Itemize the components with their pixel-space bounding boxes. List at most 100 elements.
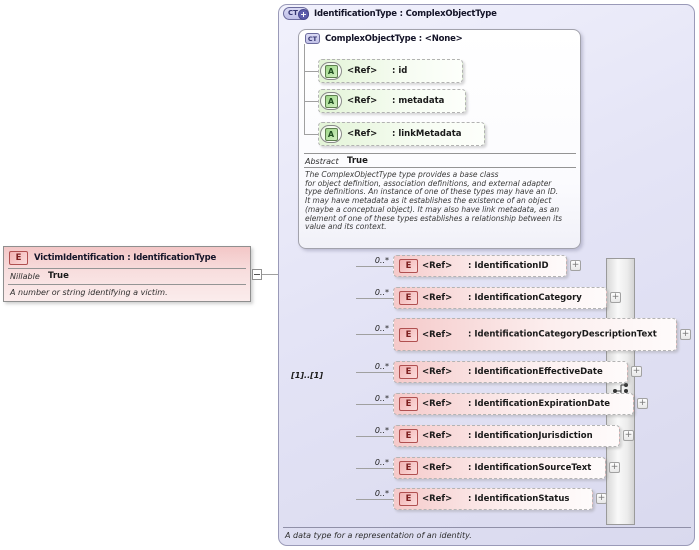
separator bbox=[283, 527, 691, 528]
ref-label: <Ref> bbox=[422, 463, 453, 473]
ref-label: <Ref> bbox=[422, 329, 453, 340]
connector-line bbox=[356, 334, 393, 335]
base-type-box[interactable]: CT ComplexObjectType : <None> A <Ref> : … bbox=[298, 29, 581, 249]
expand-button[interactable]: + bbox=[637, 398, 648, 409]
element-name: : IdentificationSourceText bbox=[468, 463, 592, 473]
attribute-pill: A bbox=[320, 62, 342, 80]
element-name: : IdentificationID bbox=[468, 261, 549, 271]
element-row-identification-id[interactable]: E <Ref> : IdentificationID bbox=[393, 255, 567, 277]
connector-line bbox=[304, 71, 318, 72]
connector-line bbox=[262, 274, 288, 275]
separator bbox=[8, 268, 246, 269]
sequence-cardinality: [1]..[1] bbox=[291, 371, 323, 380]
ref-label: <Ref> bbox=[347, 129, 378, 139]
connector-line bbox=[356, 266, 393, 267]
element-name: : IdentificationCategory bbox=[468, 293, 582, 303]
element-title: VictimIdentification : IdentificationTyp… bbox=[34, 253, 217, 263]
cardinality-label: 0..* bbox=[374, 324, 389, 333]
collapse-icon bbox=[254, 274, 260, 275]
element-icon: E bbox=[9, 251, 28, 265]
ref-label: <Ref> bbox=[422, 293, 453, 303]
attribute-icon: A bbox=[324, 64, 338, 78]
attribute-pill: A bbox=[320, 125, 342, 143]
complex-type-icon: CT bbox=[305, 33, 320, 44]
separator bbox=[8, 284, 246, 285]
expand-button[interactable]: + bbox=[596, 493, 607, 504]
abstract-label: Abstract bbox=[305, 157, 339, 166]
ref-label: <Ref> bbox=[422, 367, 453, 377]
attribute-pill: A bbox=[320, 92, 342, 110]
connector-line bbox=[356, 404, 393, 405]
cardinality-label: 0..* bbox=[374, 458, 389, 467]
element-icon: E bbox=[399, 327, 418, 342]
attribute-icon: A bbox=[324, 127, 338, 141]
ct-label: CT bbox=[288, 9, 298, 17]
element-row-identification-status[interactable]: E <Ref> : IdentificationStatus bbox=[393, 488, 593, 510]
element-name: : IdentificationExpirationDate bbox=[468, 399, 611, 409]
attribute-name: : id bbox=[392, 66, 408, 76]
element-name: : IdentificationEffectiveDate bbox=[468, 367, 603, 377]
nillable-value: True bbox=[48, 271, 69, 281]
abstract-value: True bbox=[347, 156, 368, 166]
element-row-identification-expiration-date[interactable]: E <Ref> : IdentificationExpirationDate bbox=[393, 393, 634, 415]
attribute-row-metadata[interactable]: A <Ref> : metadata bbox=[318, 89, 466, 113]
attribute-row-linkmetadata[interactable]: A <Ref> : linkMetadata bbox=[318, 122, 485, 146]
connector-line bbox=[304, 44, 305, 134]
element-name: : IdentificationCategoryDescriptionText bbox=[468, 329, 657, 339]
cardinality-label: 0..* bbox=[374, 362, 389, 371]
victim-identification-box[interactable]: E VictimIdentification : IdentificationT… bbox=[3, 246, 251, 302]
element-row-identification-jurisdiction[interactable]: E <Ref> : IdentificationJurisdiction bbox=[393, 425, 620, 447]
ref-label: <Ref> bbox=[347, 96, 378, 106]
element-icon: E bbox=[399, 259, 418, 273]
element-row-identification-effective-date[interactable]: E <Ref> : IdentificationEffectiveDate bbox=[393, 361, 628, 383]
element-name: : IdentificationJurisdiction bbox=[468, 431, 593, 441]
type-title: IdentificationType : ComplexObjectType bbox=[314, 9, 497, 19]
attribute-icon: A bbox=[324, 94, 338, 108]
cardinality-label: 0..* bbox=[374, 426, 389, 435]
element-row-identification-category-description-text[interactable]: E <Ref> : IdentificationCategoryDescript… bbox=[393, 318, 677, 351]
ref-label: <Ref> bbox=[422, 261, 453, 271]
attribute-name: : metadata bbox=[392, 96, 445, 106]
connector-line bbox=[356, 298, 393, 299]
connector-line bbox=[356, 436, 393, 437]
connector-line bbox=[356, 499, 393, 500]
expand-button[interactable]: + bbox=[609, 462, 620, 473]
expand-button[interactable]: + bbox=[570, 260, 581, 271]
ref-label: <Ref> bbox=[422, 431, 453, 441]
expand-button[interactable]: + bbox=[610, 292, 621, 303]
element-annotation: A number or string identifying a victim. bbox=[10, 288, 168, 297]
base-type-description: The ComplexObjectType type provides a ba… bbox=[305, 170, 563, 232]
connector-line bbox=[304, 101, 318, 102]
separator bbox=[304, 167, 576, 168]
connector-line bbox=[356, 468, 393, 469]
cardinality-label: 0..* bbox=[374, 288, 389, 297]
connector-line bbox=[356, 372, 393, 373]
cardinality-label: 0..* bbox=[374, 256, 389, 265]
base-type-title: ComplexObjectType : <None> bbox=[325, 34, 463, 44]
attribute-row-id[interactable]: A <Ref> : id bbox=[318, 59, 463, 83]
element-icon: E bbox=[399, 492, 418, 506]
element-row-identification-source-text[interactable]: E <Ref> : IdentificationSourceText bbox=[393, 457, 606, 479]
ref-label: <Ref> bbox=[422, 399, 453, 409]
cardinality-label: 0..* bbox=[374, 489, 389, 498]
expand-button[interactable]: + bbox=[623, 430, 634, 441]
ref-label: <Ref> bbox=[347, 66, 378, 76]
element-icon: E bbox=[399, 461, 418, 475]
nillable-label: Nillable bbox=[10, 272, 40, 281]
attribute-name: : linkMetadata bbox=[392, 129, 462, 139]
connector-line bbox=[304, 134, 318, 135]
element-row-identification-category[interactable]: E <Ref> : IdentificationCategory bbox=[393, 287, 607, 309]
ref-label: <Ref> bbox=[422, 494, 453, 504]
element-icon: E bbox=[399, 365, 418, 379]
element-icon: E bbox=[399, 429, 418, 443]
element-icon: E bbox=[399, 291, 418, 305]
separator bbox=[304, 153, 576, 154]
element-icon: E bbox=[399, 397, 418, 411]
complex-type-extension-icon: CT + bbox=[283, 7, 309, 20]
expand-button[interactable]: + bbox=[631, 366, 642, 377]
identification-type-box[interactable]: CT + IdentificationType : ComplexObjectT… bbox=[278, 4, 695, 546]
collapse-toggle[interactable] bbox=[252, 269, 262, 280]
expand-button[interactable]: + bbox=[680, 329, 691, 340]
cardinality-label: 0..* bbox=[374, 394, 389, 403]
